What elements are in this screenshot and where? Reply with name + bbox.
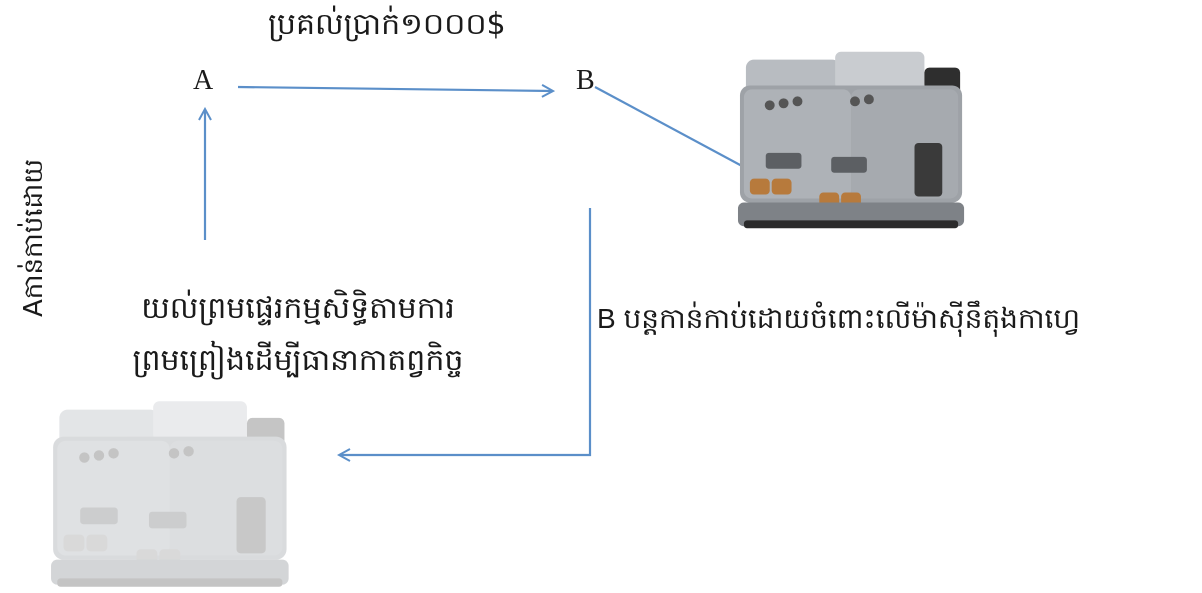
arrow-return-to-faded-machine — [340, 208, 592, 455]
espresso-machine-faded-icon — [51, 401, 289, 587]
agreement-line-1: យល់ព្រមផ្ទេរកម្មសិទ្ធិតាមការ — [141, 291, 455, 326]
agreement-line-2: ព្រមព្រៀងដើម្បីធានាកាតព្វកិច្ច — [132, 343, 464, 378]
node-b-label: B — [576, 65, 595, 96]
arrow-b-to-machine — [594, 86, 755, 173]
vertical-note: Aកាន់កាប់ដោយ — [19, 158, 49, 318]
amount-label: ប្រគល់ប្រាក់១០០០$ — [268, 7, 506, 42]
arrow-a-to-b — [237, 87, 552, 91]
node-a-label: A — [193, 65, 214, 96]
espresso-machine-icon — [737, 51, 965, 229]
agreement-text: យល់ព្រមផ្ទេរកម្មសិទ្ធិតាមការ ព្រមព្រៀងដើ… — [108, 283, 488, 387]
b-possession-note: B បន្តកាន់កាប់ដោយចំពោះលើម៉ាស៊ីនឹតុងកាហ្វ… — [597, 303, 1081, 334]
